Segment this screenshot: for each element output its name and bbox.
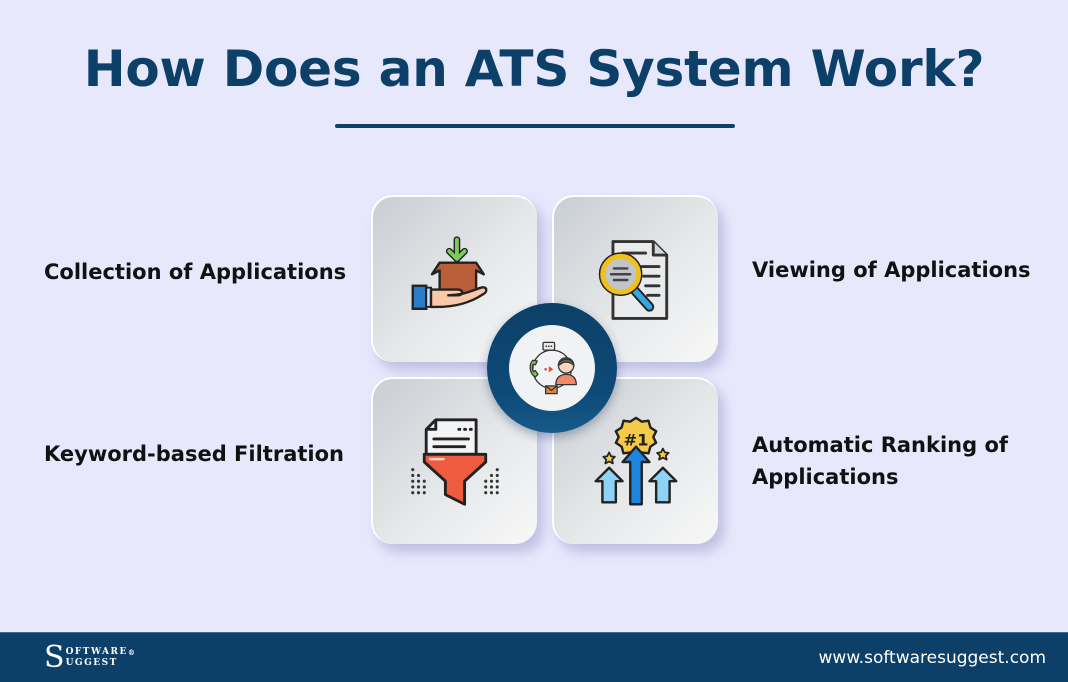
logo-words: OFTWARE® UGGEST bbox=[66, 647, 137, 669]
softwaresuggest-logo[interactable]: S OFTWARE® UGGEST bbox=[44, 643, 136, 673]
page-title: How Does an ATS System Work? bbox=[83, 40, 985, 98]
document-magnifier-icon bbox=[598, 239, 669, 320]
hand-box-download-icon bbox=[411, 235, 488, 310]
tile-filtration bbox=[371, 377, 537, 544]
recruiter-communication-icon bbox=[529, 341, 577, 395]
logo-line2: UGGEST bbox=[65, 658, 118, 668]
step-label-ranking-line1: Automatic Ranking of bbox=[752, 433, 1009, 457]
central-hub-inner bbox=[509, 325, 595, 411]
central-hub bbox=[487, 303, 617, 433]
tile-collection bbox=[371, 195, 537, 362]
logo-registered: ® bbox=[127, 648, 137, 657]
step-label-ranking-line2: Applications bbox=[752, 465, 899, 489]
logo-line1: OFTWARE bbox=[65, 647, 128, 657]
rank-arrows-badge-icon: #1 bbox=[594, 416, 678, 505]
step-label-viewing: Viewing of Applications bbox=[752, 258, 1031, 282]
step-label-ranking: Automatic Ranking of Applications bbox=[752, 429, 1008, 493]
website-link[interactable]: www.softwaresuggest.com bbox=[818, 648, 1046, 668]
document-funnel-icon bbox=[411, 417, 499, 506]
title-divider bbox=[335, 124, 735, 128]
step-label-filtration: Keyword-based Filtration bbox=[44, 442, 344, 466]
svg-text:#1: #1 bbox=[623, 430, 648, 449]
logo-initial: S bbox=[44, 640, 65, 675]
footer-bar: S OFTWARE® UGGEST www.softwaresuggest.co… bbox=[0, 632, 1068, 682]
step-label-collection: Collection of Applications bbox=[44, 260, 347, 284]
